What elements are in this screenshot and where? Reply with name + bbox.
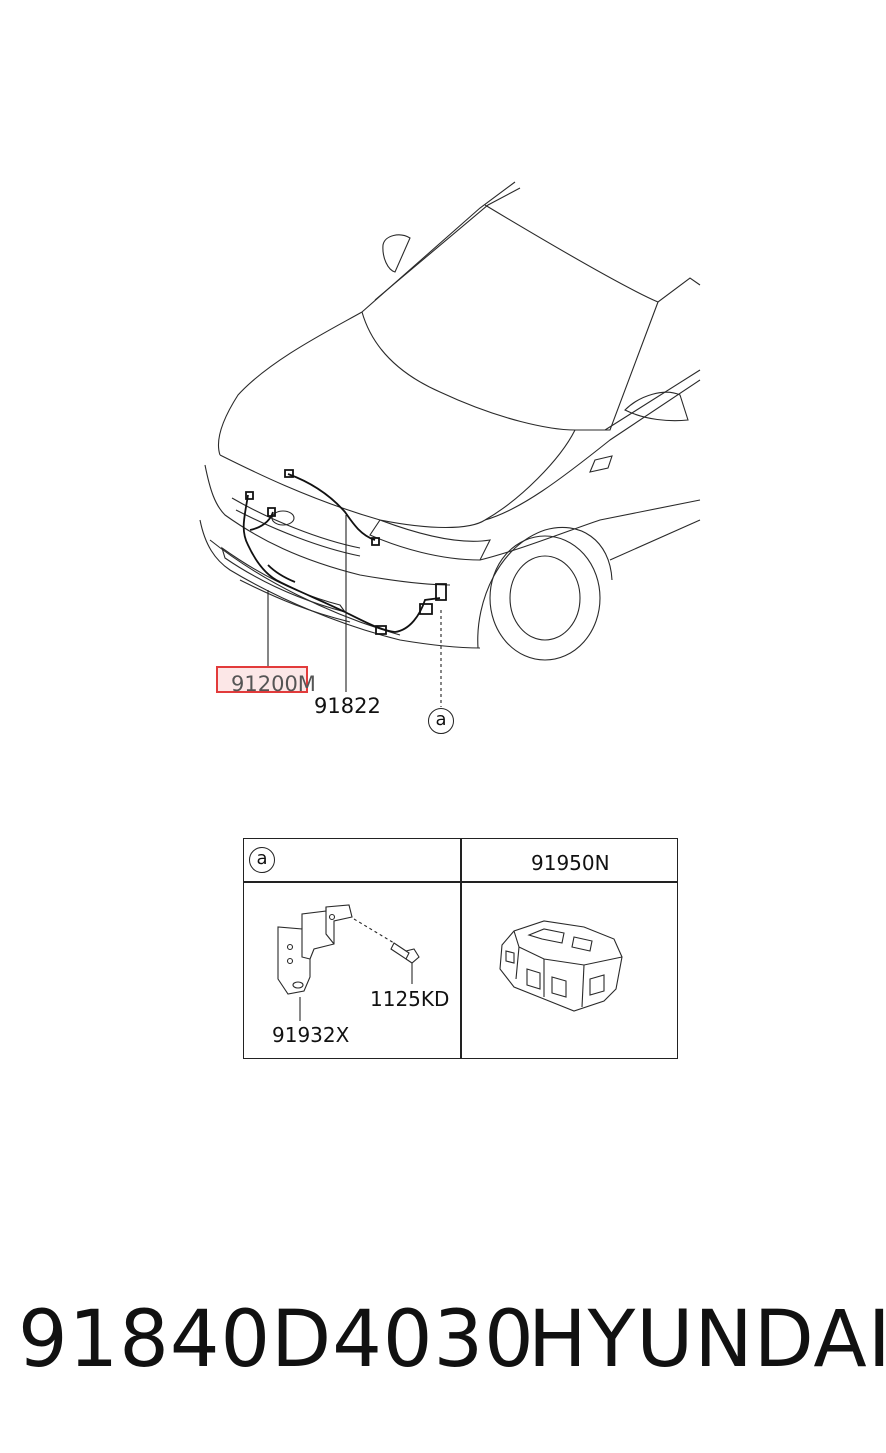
detail-table: a 91950N 1125KD 91932X (243, 838, 678, 1059)
hood-front-edge (220, 455, 485, 528)
wheel-arch (478, 527, 612, 648)
roof-line (485, 205, 700, 302)
wheel-outer (490, 536, 600, 660)
label-1125kd: 1125KD (370, 987, 450, 1011)
table-divider-vertical (460, 839, 462, 1058)
right-mirror (625, 392, 688, 420)
table-ref-a: a (249, 847, 275, 873)
bolt-illustration (354, 919, 419, 984)
bumper-upper (205, 465, 450, 585)
connector-6 (420, 604, 432, 614)
fender-line (485, 380, 700, 520)
door-line-2 (610, 520, 700, 560)
windshield-edge-2 (375, 188, 520, 300)
door-line (605, 370, 700, 430)
harness-branch-2 (268, 565, 295, 582)
callout-91200m: 91200M (231, 672, 316, 696)
connector-7 (376, 626, 386, 634)
harness-91200m (244, 495, 440, 632)
connector-2 (372, 538, 379, 545)
bracket-illustration (278, 905, 352, 1021)
side-trim (590, 456, 612, 472)
label-91932x: 91932X (272, 1023, 350, 1047)
roof-line-2 (575, 302, 658, 430)
left-mirror (383, 235, 410, 272)
hood-right-edge (485, 430, 575, 520)
table-divider-horizontal (244, 881, 677, 883)
footer-brand: HYUNDAI (528, 1295, 886, 1385)
callout-a: a (428, 708, 454, 734)
hood-left-edge (218, 312, 362, 455)
fender-line-2 (480, 500, 700, 560)
lower-grille-2 (240, 580, 350, 622)
wheel-inner (510, 556, 580, 640)
headlight (370, 520, 490, 560)
footer-part-number: 91840D4030 (18, 1295, 535, 1385)
connector-5 (436, 584, 446, 600)
detail-illustrations (244, 839, 676, 1057)
highlight-box (216, 666, 308, 693)
connector-3 (268, 508, 275, 516)
callout-91822: 91822 (314, 694, 381, 718)
harness-branch (250, 512, 273, 530)
grille-upper (232, 498, 360, 548)
bumper-bottom (210, 540, 400, 635)
label-91950n: 91950N (531, 851, 610, 875)
grille-lower (236, 510, 360, 556)
connector-1 (285, 470, 293, 477)
harness-91822 (288, 474, 375, 540)
car-front-illustration (0, 0, 886, 780)
relay-box-illustration (500, 921, 622, 1011)
hood-crease (362, 312, 575, 430)
emblem (272, 511, 294, 525)
connector-4 (246, 492, 253, 499)
